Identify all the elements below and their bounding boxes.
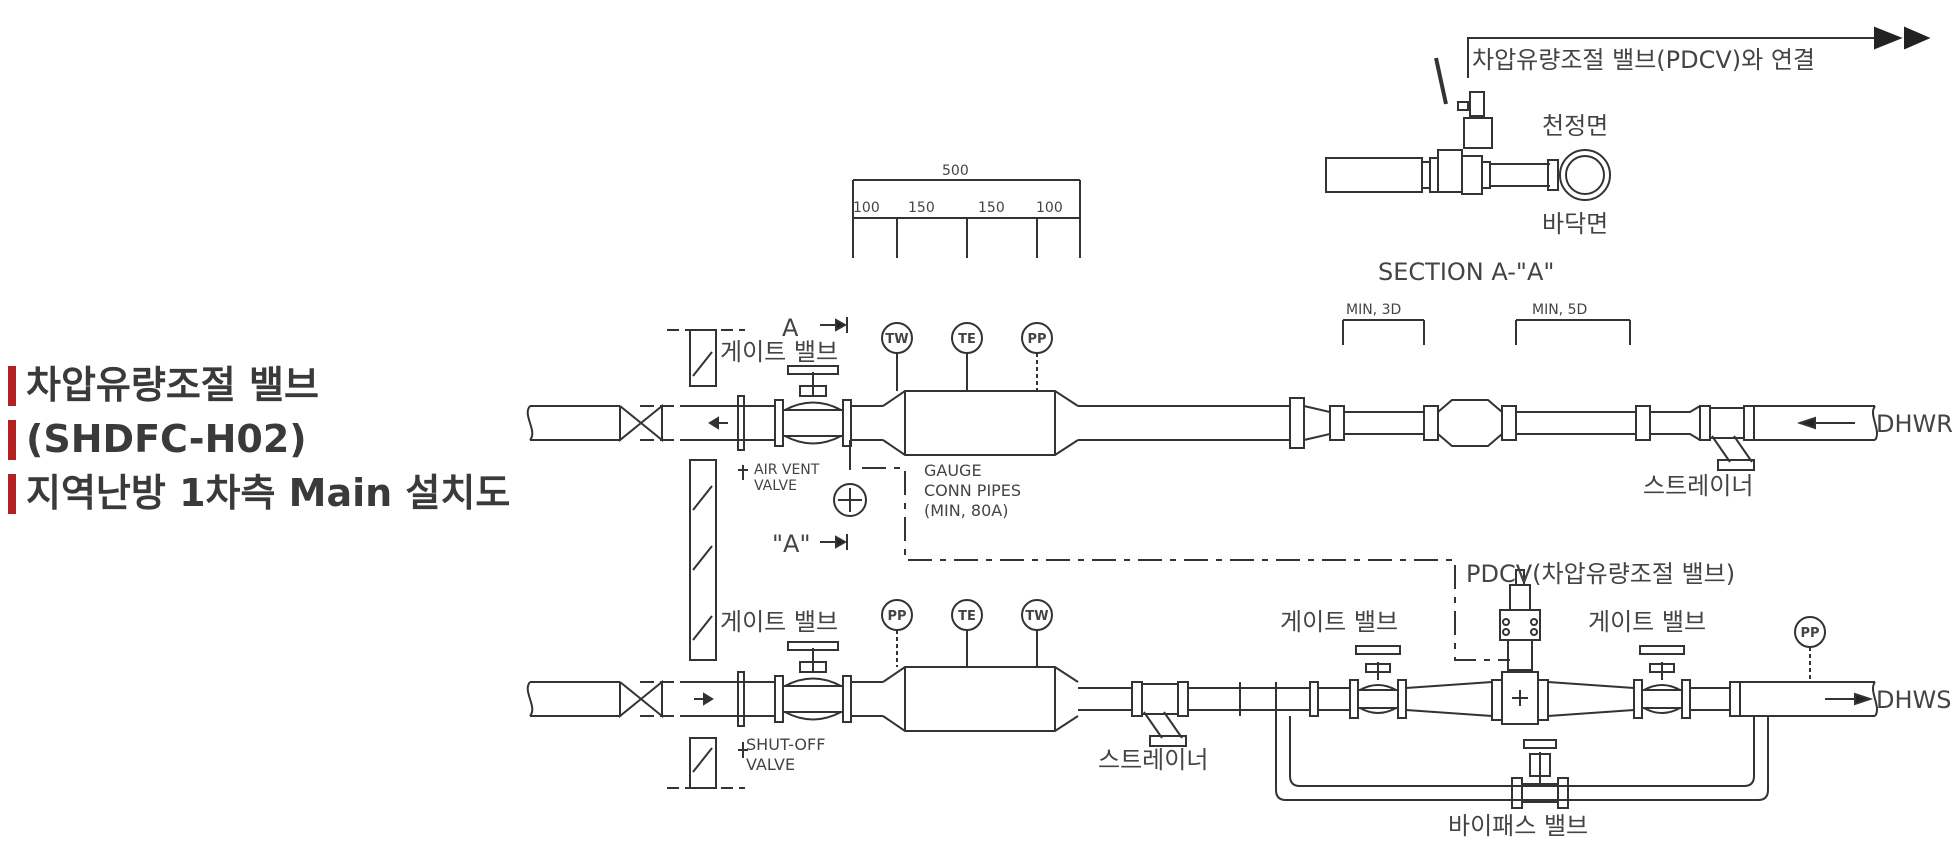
section-markers [820,317,848,550]
bypass-valve-label: 바이패스 밸브 [1448,812,1588,840]
section-caption: SECTION A-"A" [1378,258,1554,286]
dhwr-instruments [881,322,1053,391]
title-text-1: 차압유량조절 밸브 [26,363,319,407]
shutoff-label-1: SHUT-OFF [746,735,825,754]
air-vent-assembly [738,440,1510,661]
shutoff-label-2: VALVE [746,755,795,774]
dim-1: 100 [853,200,880,216]
gauge-label-1: GAUGE [924,461,982,480]
dim-min5d: MIN, 5D [1532,302,1587,318]
strainer-label-1: 스트레이너 [1643,472,1753,500]
dhwr-pipeline [526,365,1878,471]
dim-4: 100 [1036,200,1063,216]
section-detail [1325,26,1931,201]
air-vent-label-1: AIR VENT [754,462,820,478]
dhwr-label: DHWR [1876,410,1953,438]
dimension-lines [852,179,1631,345]
tw-badge-1: TW [885,332,908,347]
pp-badge-1: PP [1027,332,1046,347]
diagram-text: 차압유량조절 밸브(PDCV)와 연결 천정면 바닥면 SECTION A-"A… [720,46,1953,840]
dhws-label: DHWS [1876,686,1952,714]
ceiling-label: 천정면 [1542,112,1608,140]
title-text-3: 지역난방 1차측 Main 설치도 [26,471,511,515]
dim-min3d: MIN, 3D [1346,302,1401,318]
pp-badge-2: PP [887,609,906,624]
dim-total: 500 [942,163,969,179]
section-a-label: A [782,314,799,342]
title-line-2: (SHDFC-H02) [8,412,510,466]
air-vent-label-2: VALVE [754,478,797,494]
strainer-label-2: 스트레이너 [1098,746,1208,774]
tw-badge-2: TW [1025,609,1048,624]
title-line-1: 차압유량조절 밸브 [8,358,510,412]
floor-label: 바닥면 [1542,210,1608,238]
dhws-pipeline [526,569,1878,758]
title-accent-bar [8,474,16,514]
gate-valve-label-1: 게이트 밸브 [720,338,838,366]
gate-valve-label-3: 게이트 밸브 [1280,608,1398,636]
gate-valve-label-2: 게이트 밸브 [720,608,838,636]
title-line-3: 지역난방 1차측 Main 설치도 [8,466,510,520]
gauge-label-3: (MIN, 80A) [924,501,1008,520]
title-accent-bar [8,366,16,406]
title-accent-bar [8,420,16,460]
title-text-2: (SHDFC-H02) [26,417,307,461]
te-badge-1: TE [958,332,976,347]
walls [667,329,745,789]
title-block: 차압유량조절 밸브 (SHDFC-H02) 지역난방 1차측 Main 설치도 [8,358,510,520]
gate-valve-label-4: 게이트 밸브 [1588,608,1706,636]
section-a2-label: "A" [772,530,811,558]
pdcv-label: PDCV(차압유량조절 밸브) [1466,560,1735,588]
bypass-loop [1275,716,1769,809]
dim-3: 150 [978,200,1005,216]
dhws-instruments [881,599,1826,682]
pp-badge-3: PP [1800,626,1819,641]
te-badge-2: TE [958,609,976,624]
gauge-label-2: CONN PIPES [924,481,1021,500]
section-link-text: 차압유량조절 밸브(PDCV)와 연결 [1472,46,1815,74]
dim-2: 150 [908,200,935,216]
